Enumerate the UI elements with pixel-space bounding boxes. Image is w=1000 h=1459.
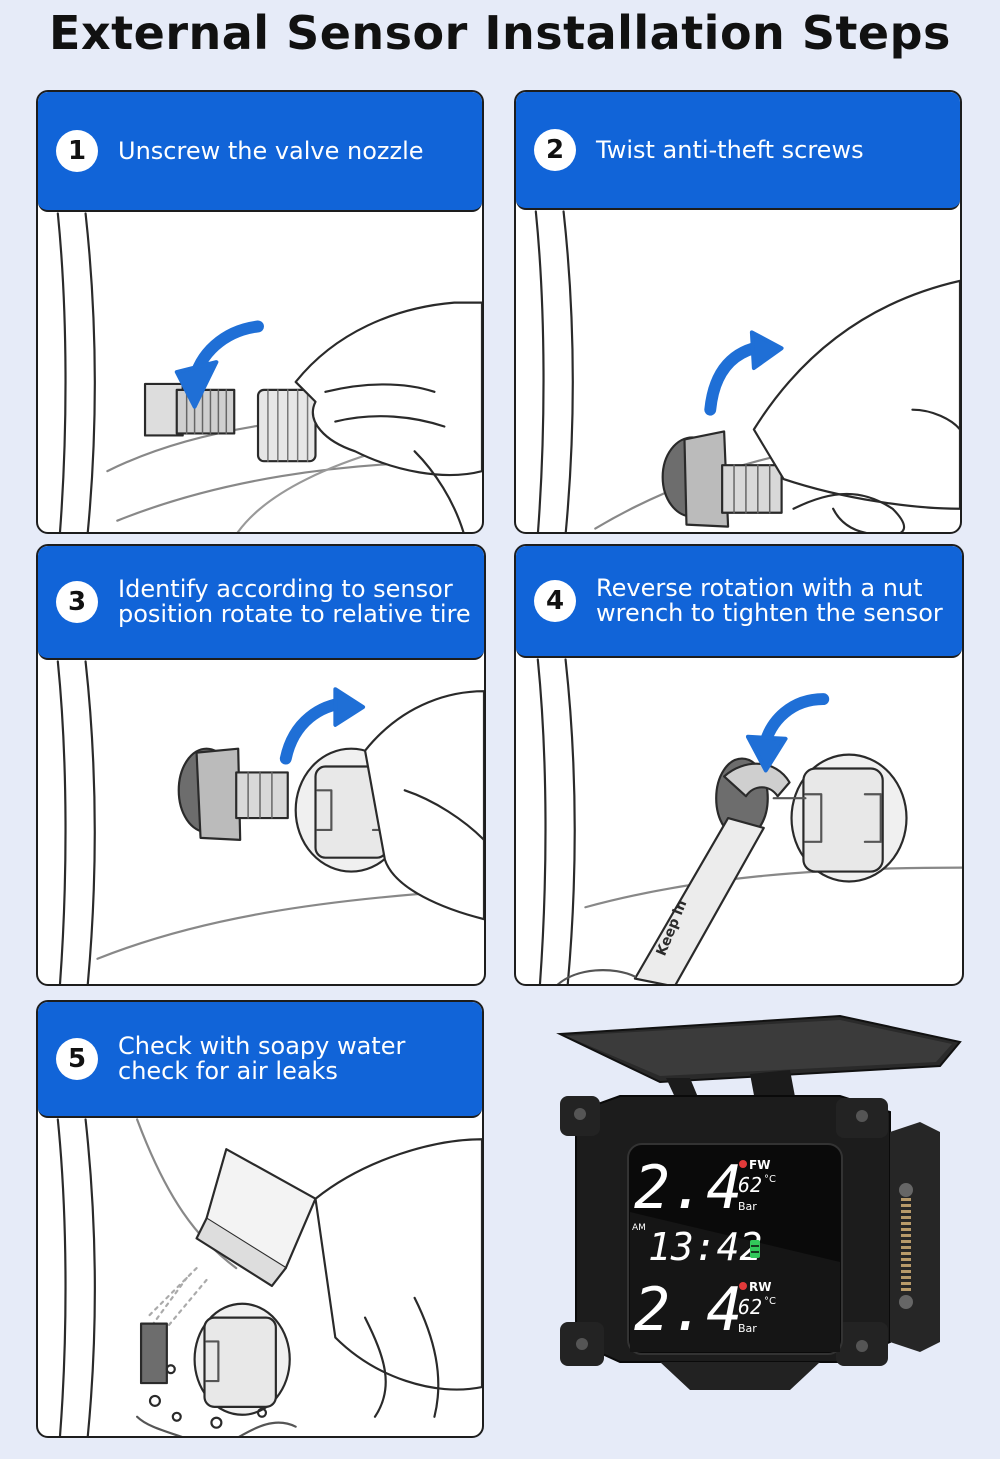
step-number-badge: 5 xyxy=(56,1038,98,1080)
battery-icon xyxy=(750,1240,760,1258)
rear-pressure-readout: 2.4 xyxy=(634,1275,742,1345)
rear-wheel-label: RW xyxy=(749,1280,771,1294)
rear-pressure-unit: Bar xyxy=(738,1322,757,1335)
step-header-1: 1 Unscrew the valve nozzle xyxy=(38,92,482,212)
step-card-5: 5 Check with soapy water check for air l… xyxy=(36,1000,484,1438)
step-card-2: 2 Twist anti-theft screws xyxy=(514,90,962,534)
step-instruction: Check with soapy water check for air lea… xyxy=(118,1032,406,1085)
step-instruction: Twist anti-theft screws xyxy=(596,135,864,164)
illustration-soapy-water-check xyxy=(38,1118,482,1436)
step-header-3: 3 Identify according to sensor position … xyxy=(38,546,484,660)
illustration-unscrew-valve-nozzle xyxy=(38,212,482,532)
front-pressure-unit: Bar xyxy=(738,1200,757,1213)
step-header-2: 2 Twist anti-theft screws xyxy=(516,92,960,210)
am-pm-indicator: AM xyxy=(632,1223,646,1233)
step-number-badge: 1 xyxy=(56,130,98,172)
step-number-badge: 2 xyxy=(534,129,576,171)
step-card-1: 1 Unscrew the valve nozzle xyxy=(36,90,484,534)
rear-temp-readout: 62 xyxy=(738,1295,762,1319)
tpms-monitor-device: 2.4 FW 62 °C Bar AM 13:42 2.4 RW 62 °C B… xyxy=(540,1012,970,1442)
rear-temp-unit: °C xyxy=(764,1296,776,1307)
step-card-3: 3 Identify according to sensor position … xyxy=(36,544,486,986)
step-instruction: Unscrew the valve nozzle xyxy=(118,136,424,165)
step-header-4: 4 Reverse rotation with a nut wrench to … xyxy=(516,546,962,658)
step-number-badge: 3 xyxy=(56,581,98,623)
step-instruction: Reverse rotation with a nut wrench to ti… xyxy=(596,574,943,627)
front-temp-unit: °C xyxy=(764,1174,776,1185)
step-instruction: Identify according to sensor position ro… xyxy=(118,575,471,628)
front-temp-readout: 62 xyxy=(738,1173,762,1197)
step-header-5: 5 Check with soapy water check for air l… xyxy=(38,1002,482,1118)
step-card-4: 4 Reverse rotation with a nut wrench to … xyxy=(514,544,964,986)
step-number-badge: 4 xyxy=(534,580,576,622)
front-wheel-label: FW xyxy=(749,1158,770,1172)
illustration-tighten-with-wrench: Keep in xyxy=(516,658,962,984)
clock-readout: 13:42 xyxy=(648,1225,762,1269)
illustration-twist-anti-theft-screws xyxy=(516,210,960,532)
front-pressure-readout: 2.4 xyxy=(634,1153,742,1223)
illustration-rotate-sensor xyxy=(38,660,484,984)
page-title: External Sensor Installation Steps xyxy=(49,6,951,60)
